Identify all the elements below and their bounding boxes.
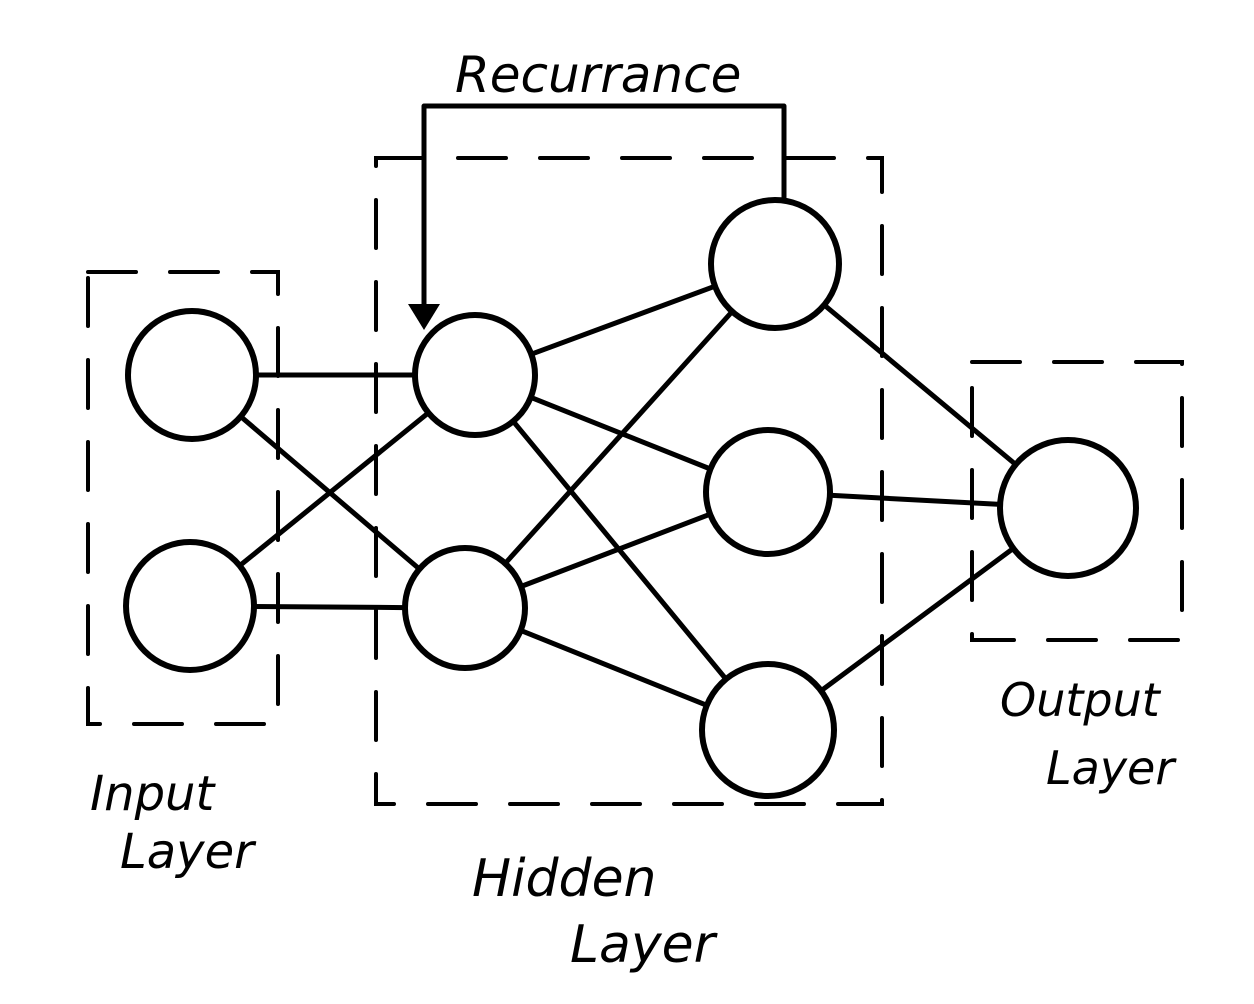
hidden-layer-box xyxy=(374,156,884,806)
connection-h3-o1 xyxy=(821,302,1019,467)
input-layer-box xyxy=(86,270,280,726)
connection-i2-h2 xyxy=(251,604,408,611)
connection-h4-o1 xyxy=(827,492,1003,507)
hidden2-node-h4 xyxy=(703,427,833,557)
connection-i2-h1 xyxy=(237,410,431,569)
recurrence-connector xyxy=(421,103,787,318)
output-layer-label-line2: Layer xyxy=(1046,741,1177,795)
input-node-i2 xyxy=(123,539,257,673)
hidden1-node-h2 xyxy=(402,545,528,671)
hidden2-node-h3 xyxy=(708,197,842,331)
connection-h2-h3 xyxy=(502,309,735,566)
connection-h1-h3 xyxy=(528,283,718,357)
hidden-layer-label-line1: Hidden xyxy=(472,849,657,909)
connection-h2-h4 xyxy=(518,511,713,589)
input-layer-label-line1: Input xyxy=(90,766,216,822)
recurrence-arrowhead xyxy=(408,304,440,330)
input-node-i1 xyxy=(125,308,259,442)
output-layer-label-line1: Output xyxy=(1000,673,1162,727)
hidden-layer-label-line2: Layer xyxy=(570,915,719,975)
hidden2-node-h5 xyxy=(699,661,837,799)
hidden1-node-h1 xyxy=(412,312,538,438)
input-layer-label-line2: Layer xyxy=(120,824,257,880)
connection-h2-h5 xyxy=(518,627,710,708)
recurrence-label: Recurrance xyxy=(455,46,741,104)
connection-h5-o1 xyxy=(818,545,1016,694)
output-node-o1 xyxy=(997,437,1139,579)
